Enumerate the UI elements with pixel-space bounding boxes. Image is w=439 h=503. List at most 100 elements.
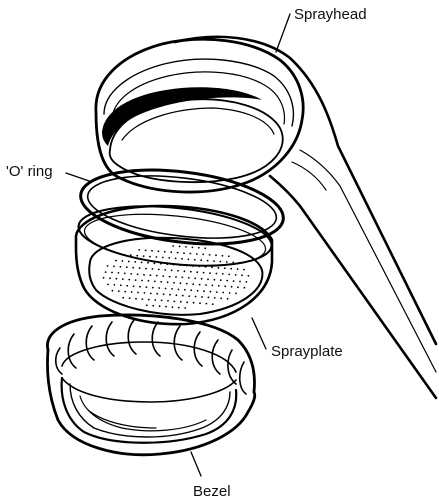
nozzle-dot bbox=[150, 274, 152, 276]
nozzle-dot bbox=[184, 270, 186, 272]
nozzle-dot bbox=[248, 275, 250, 277]
nozzle-dot bbox=[224, 285, 226, 287]
nozzle-dot bbox=[173, 282, 175, 284]
nozzle-dot bbox=[226, 261, 228, 263]
nozzle-dot bbox=[198, 247, 200, 249]
nozzle-dot bbox=[235, 293, 237, 295]
nozzle-dot bbox=[143, 274, 145, 276]
nozzle-dot bbox=[198, 266, 200, 268]
nozzle-dot bbox=[168, 257, 170, 259]
nozzle-dot bbox=[145, 250, 147, 252]
nozzle-dot bbox=[216, 291, 218, 293]
label-bezel: Bezel bbox=[193, 483, 231, 500]
nozzle-dot bbox=[203, 272, 205, 274]
nozzle-dot bbox=[137, 292, 139, 294]
nozzle-dot bbox=[203, 290, 205, 292]
nozzle-dot bbox=[226, 280, 228, 282]
nozzle-dot bbox=[228, 274, 230, 276]
nozzle-dot bbox=[204, 247, 206, 249]
nozzle-dot bbox=[222, 273, 224, 275]
nozzle-dot bbox=[246, 281, 248, 283]
nozzle-dot bbox=[113, 265, 115, 267]
nozzle-dot bbox=[122, 260, 124, 262]
nozzle-dot bbox=[134, 261, 136, 263]
nozzle-dot bbox=[235, 274, 237, 276]
label-sprayplate: Sprayplate bbox=[271, 343, 343, 360]
nozzle-dot bbox=[163, 293, 165, 295]
nozzle-dot bbox=[244, 287, 246, 289]
nozzle-dot bbox=[188, 295, 190, 297]
nozzle-dot bbox=[160, 281, 162, 283]
nozzle-dot bbox=[195, 296, 197, 298]
nozzle-dot bbox=[241, 274, 243, 276]
bezel-grip-bumps bbox=[56, 320, 246, 394]
nozzle-dot bbox=[114, 284, 116, 286]
nozzle-dot bbox=[208, 297, 210, 299]
nozzle-dot bbox=[232, 262, 234, 264]
nozzle-dot bbox=[166, 263, 168, 265]
sprayplate-part bbox=[76, 198, 275, 324]
nozzle-dot bbox=[196, 253, 198, 255]
nozzle-dot bbox=[214, 297, 216, 299]
nozzle-dot bbox=[237, 286, 239, 288]
nozzle-dot bbox=[148, 280, 150, 282]
nozzle-dot bbox=[213, 260, 215, 262]
nozzle-dot bbox=[171, 288, 173, 290]
nozzle-dot bbox=[212, 303, 214, 305]
nozzle-dot bbox=[193, 302, 195, 304]
nozzle-dot bbox=[156, 293, 158, 295]
leader-lines bbox=[66, 14, 290, 476]
nozzle-dot bbox=[178, 307, 180, 309]
nozzle-dot bbox=[206, 303, 208, 305]
nozzle-dot bbox=[138, 249, 140, 251]
nozzle-dot bbox=[192, 246, 194, 248]
nozzle-dot bbox=[167, 281, 169, 283]
nozzle-dot bbox=[202, 254, 204, 256]
nozzle-dot bbox=[215, 254, 217, 256]
nozzle-dot bbox=[136, 255, 138, 257]
nozzle-dot bbox=[231, 286, 233, 288]
nozzle-dot bbox=[205, 266, 207, 268]
nozzle-dot bbox=[239, 262, 241, 264]
nozzle-dot bbox=[172, 306, 174, 308]
nozzle-dot bbox=[156, 275, 158, 277]
nozzle-dot bbox=[141, 280, 143, 282]
nozzle-dot bbox=[156, 256, 158, 258]
nozzle-dot bbox=[188, 258, 190, 260]
nozzle-dot bbox=[130, 254, 132, 256]
nozzle-dot bbox=[162, 257, 164, 259]
nozzle-dot bbox=[216, 273, 218, 275]
nozzle-dot bbox=[150, 293, 152, 295]
nozzle-dot bbox=[139, 286, 141, 288]
nozzle-dot bbox=[158, 250, 160, 252]
nozzle-dot bbox=[167, 300, 169, 302]
nozzle-dot bbox=[222, 255, 224, 257]
nozzle-dot bbox=[185, 246, 187, 248]
nozzle-dot bbox=[158, 269, 160, 271]
nozzle-dot bbox=[190, 271, 192, 273]
nozzle-dot bbox=[131, 291, 133, 293]
nozzle-dot bbox=[148, 299, 150, 301]
nozzle-dot bbox=[179, 264, 181, 266]
nozzle-dot bbox=[184, 289, 186, 291]
nozzle-dot bbox=[237, 268, 239, 270]
nozzle-dot bbox=[107, 265, 109, 267]
nozzle-dot bbox=[122, 297, 124, 299]
nozzle-dot bbox=[182, 277, 184, 279]
nozzle-dot bbox=[116, 278, 118, 280]
sprayhead-part bbox=[96, 37, 436, 398]
nozzle-dot bbox=[181, 258, 183, 260]
nozzle-dot bbox=[174, 301, 176, 303]
nozzle-dot bbox=[177, 252, 179, 254]
nozzle-dot bbox=[145, 268, 147, 270]
nozzle-dot bbox=[154, 281, 156, 283]
nozzle-dot bbox=[122, 278, 124, 280]
nozzle-dot bbox=[146, 304, 148, 306]
nozzle-dot bbox=[190, 289, 192, 291]
nozzle-dot bbox=[176, 294, 178, 296]
nozzle-dot bbox=[149, 256, 151, 258]
nozzle-dot bbox=[230, 268, 232, 270]
nozzle-dot bbox=[220, 297, 222, 299]
nozzle-dot bbox=[243, 269, 245, 271]
